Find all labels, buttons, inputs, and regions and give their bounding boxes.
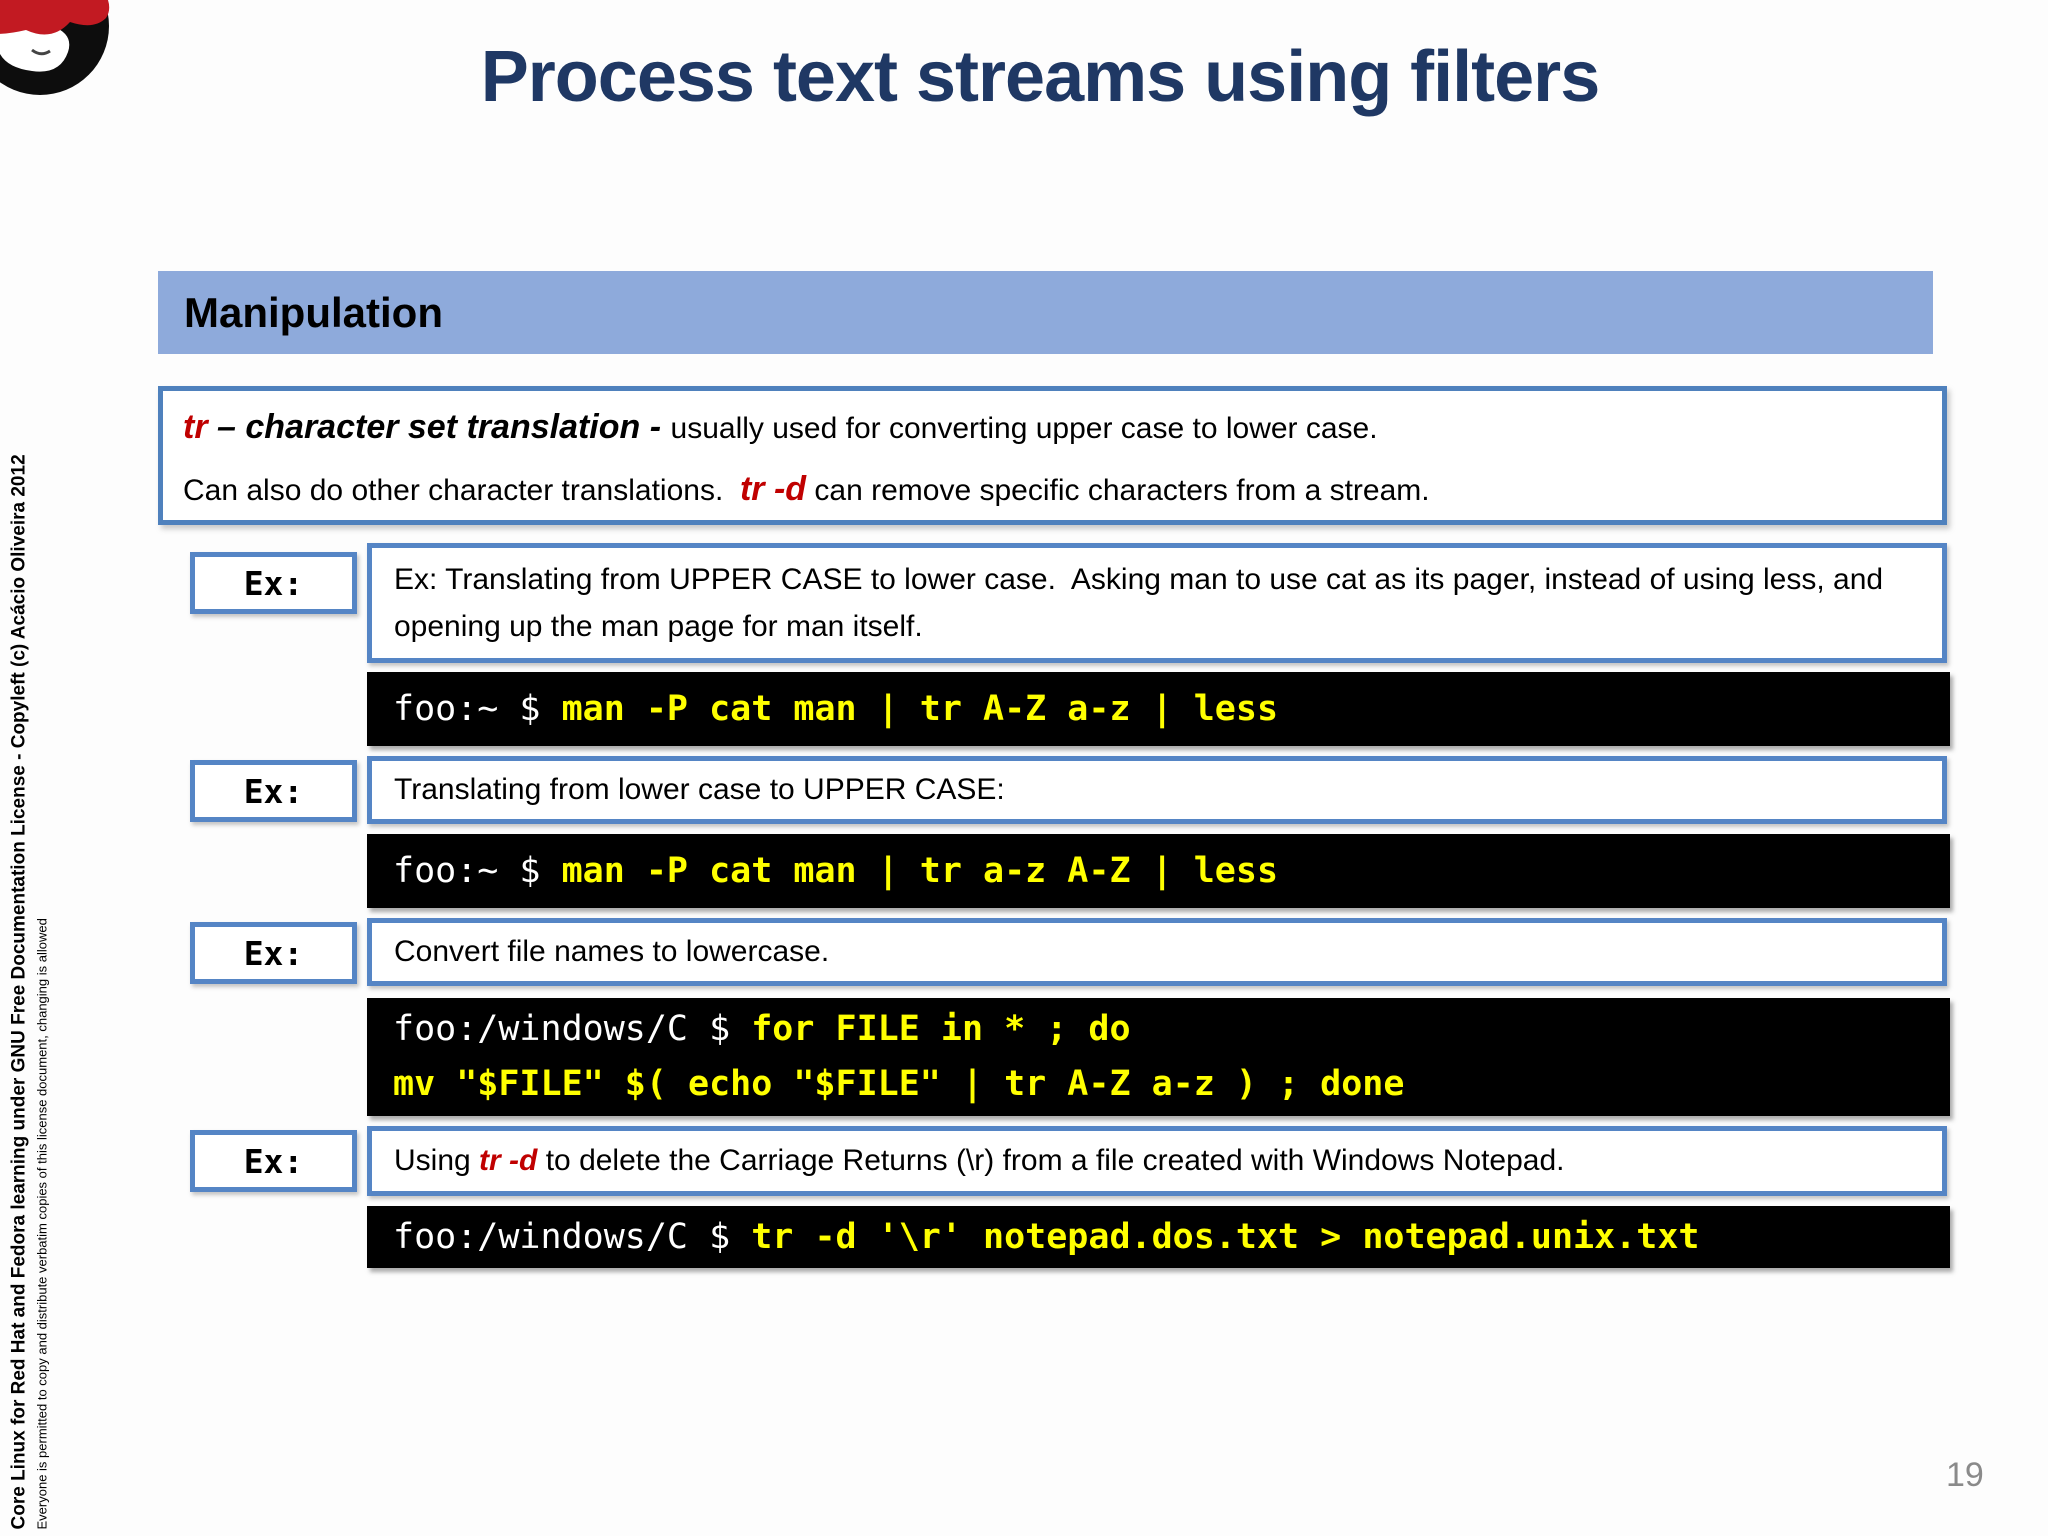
example-3-label-box: Ex:: [190, 922, 357, 984]
example-4-label: Ex:: [243, 1141, 304, 1181]
section-banner-label: Manipulation: [184, 289, 443, 336]
terminal-line: foo:/windows/C $ for FILE in * ; do: [393, 1002, 1950, 1057]
tr-description-box: tr – character set translation - usually…: [158, 386, 1947, 525]
example-4-desc-pre: Using: [394, 1144, 480, 1177]
example-4-description: Using tr -d to delete the Carriage Retur…: [394, 1144, 1920, 1178]
tr-line2-pre: Can also do other character translations…: [183, 474, 740, 507]
example-2-terminal: foo:~ $ man -P cat man | tr a-z A-Z | le…: [367, 834, 1950, 908]
example-3-label: Ex:: [243, 933, 304, 973]
redhat-logo: [0, 0, 110, 95]
license-line-bold: Core Linux for Red Hat and Fedora learni…: [8, 454, 30, 1530]
terminal-line: foo:~ $ man -P cat man | tr A-Z a-z | le…: [393, 689, 1950, 729]
terminal-command: man -P cat man | tr a-z A-Z | less: [561, 851, 1279, 891]
page-title: Process text streams using filters: [480, 37, 1601, 117]
page-number: 19: [1946, 1456, 1984, 1494]
terminal-command: mv "$FILE" $( echo "$FILE" | tr A-Z a-z …: [393, 1064, 1405, 1104]
example-2-label-box: Ex:: [190, 760, 357, 822]
terminal-command: for FILE in * ; do: [751, 1009, 1131, 1049]
example-1-description-box: Ex: Translating from UPPER CASE to lower…: [367, 543, 1947, 663]
example-2-description-box: Translating from lower case to UPPER CAS…: [367, 756, 1947, 824]
tr-description-line2: Can also do other character translations…: [183, 459, 1926, 521]
license-sidebar: Core Linux for Red Hat and Fedora learni…: [8, 454, 71, 1530]
example-4-desc-post: to delete the Carriage Returns (\r) from…: [537, 1144, 1565, 1177]
example-1-description: Ex: Translating from UPPER CASE to lower…: [394, 563, 1892, 643]
tr-line2-post: can remove specific characters from a st…: [806, 474, 1430, 507]
terminal-prompt: foo:/windows/C $: [393, 1009, 752, 1049]
example-2-label: Ex:: [243, 771, 304, 811]
section-banner: Manipulation: [158, 271, 1933, 354]
example-2-description: Translating from lower case to UPPER CAS…: [394, 773, 1005, 806]
closed-eye-curve: [31, 48, 51, 56]
example-4-label-box: Ex:: [190, 1130, 357, 1192]
license-line-small: Everyone is permitted to copy and distri…: [34, 918, 50, 1530]
example-4-tr-d-keyword: tr -d: [479, 1144, 538, 1177]
tr-heading: – character set translation -: [217, 408, 671, 446]
terminal-command: man -P cat man | tr A-Z a-z | less: [561, 689, 1279, 729]
tr-keyword: tr: [183, 408, 217, 446]
tr-description-line1: tr – character set translation - usually…: [183, 397, 1926, 459]
red-hat-shape: [0, 0, 110, 35]
terminal-line: foo:~ $ man -P cat man | tr a-z A-Z | le…: [393, 851, 1950, 891]
terminal-prompt: foo:~ $: [393, 689, 562, 729]
example-1-label-box: Ex:: [190, 552, 357, 614]
example-4-description-box: Using tr -d to delete the Carriage Retur…: [367, 1126, 1947, 1196]
example-3-description-box: Convert file names to lowercase.: [367, 918, 1947, 986]
terminal-prompt: foo:/windows/C $: [393, 1217, 752, 1257]
terminal-prompt: foo:~ $: [393, 851, 562, 891]
tr-line1-rest: usually used for converting upper case t…: [670, 412, 1378, 445]
example-3-terminal: foo:/windows/C $ for FILE in * ; do mv "…: [367, 998, 1950, 1116]
example-1-terminal: foo:~ $ man -P cat man | tr A-Z a-z | le…: [367, 672, 1950, 746]
terminal-command: tr -d '\r' notepad.dos.txt > notepad.uni…: [751, 1217, 1700, 1257]
terminal-line: foo:/windows/C $ tr -d '\r' notepad.dos.…: [393, 1217, 1950, 1257]
example-3-description: Convert file names to lowercase.: [394, 935, 830, 968]
example-4-terminal: foo:/windows/C $ tr -d '\r' notepad.dos.…: [367, 1206, 1950, 1268]
example-1-label: Ex:: [243, 563, 304, 603]
tr-d-keyword: tr -d: [739, 470, 807, 508]
terminal-line: mv "$FILE" $( echo "$FILE" | tr A-Z a-z …: [393, 1057, 1950, 1112]
